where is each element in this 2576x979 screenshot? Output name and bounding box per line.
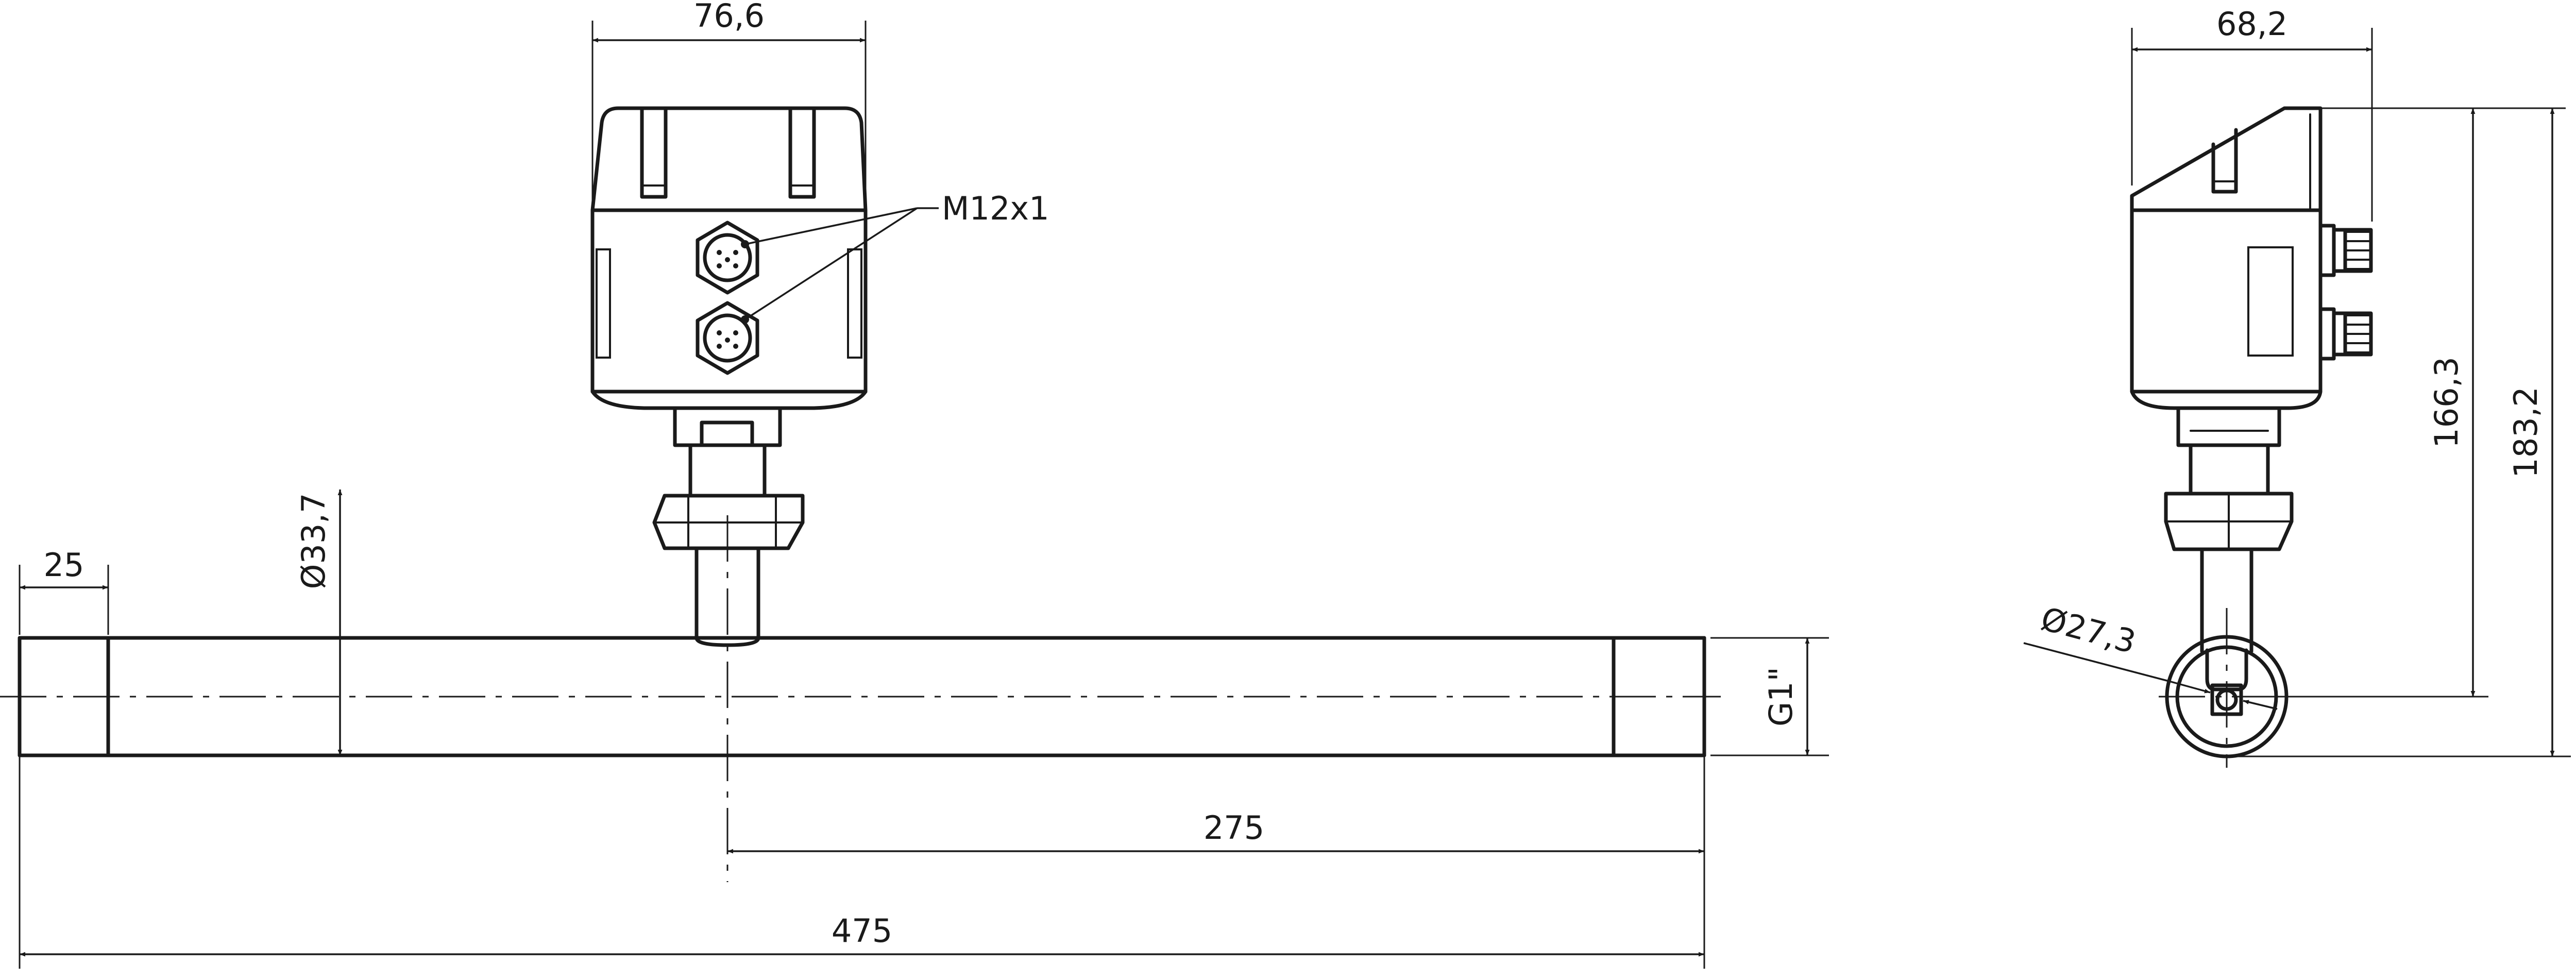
side-housing-bottom	[2130, 390, 2323, 410]
housing-top	[590, 106, 868, 212]
m12-connector-top	[696, 221, 759, 295]
dim-label-end-length: 25	[44, 546, 84, 584]
sensor-housing-front	[590, 106, 868, 410]
side-process-connection	[2164, 406, 2294, 653]
side-housing-top	[2130, 106, 2323, 212]
dim-label-total-length: 475	[832, 912, 892, 950]
dim-label-pipe-diameter: Ø33,7	[295, 493, 332, 589]
display-window	[2247, 246, 2294, 357]
cable-clip-right	[788, 106, 816, 199]
dim-sensor-diameter: Ø27,3	[2023, 600, 2278, 710]
side-housing-body	[2130, 208, 2323, 394]
housing-bottom	[590, 390, 868, 410]
dim-offset-length: 275	[727, 755, 1705, 969]
process-connection	[652, 406, 805, 882]
side-view: 68,2 166,3 183,2 Ø27,3	[2023, 5, 2571, 768]
side-connector-bottom	[2318, 307, 2373, 361]
dim-label-offset-length: 275	[1204, 809, 1264, 847]
housing-neck	[673, 406, 782, 447]
adapter	[688, 443, 767, 498]
front-view: M12x1 76,6 25 Ø33,7 G1"	[0, 0, 1829, 969]
dim-label-sensor-diameter: Ø27,3	[2037, 600, 2140, 661]
side-housing-neck	[2176, 406, 2281, 447]
m12-connector-bottom	[696, 301, 759, 375]
pipe	[0, 636, 1721, 757]
dim-total-height: 183,2	[2231, 108, 2571, 757]
pipe-section	[2159, 608, 2298, 768]
connector-callout: M12x1	[741, 190, 1049, 324]
dim-label-thread: G1"	[1762, 667, 1800, 727]
dim-pipe-diameter: Ø33,7	[295, 490, 343, 755]
dim-housing-width: 76,6	[591, 0, 867, 206]
connector-label: M12x1	[942, 190, 1049, 227]
dim-label-housing-depth: 68,2	[2216, 5, 2287, 43]
dim-label-housing-width: 76,6	[693, 0, 765, 35]
dim-housing-depth: 68,2	[2131, 5, 2373, 222]
cable-clip-left	[640, 106, 668, 199]
housing-body	[590, 208, 868, 394]
side-connector-top	[2318, 224, 2373, 277]
dim-sensor-height: 166,3	[2267, 107, 2566, 698]
sensor-housing-side	[2130, 106, 2373, 410]
dim-label-sensor-height: 166,3	[2428, 357, 2465, 448]
side-adapter	[2189, 443, 2270, 496]
dim-end-length: 25	[19, 546, 109, 635]
dim-thread: G1"	[1710, 637, 1829, 756]
dim-label-total-height: 183,2	[2507, 386, 2545, 478]
dim-total-length: 475	[19, 755, 1704, 969]
